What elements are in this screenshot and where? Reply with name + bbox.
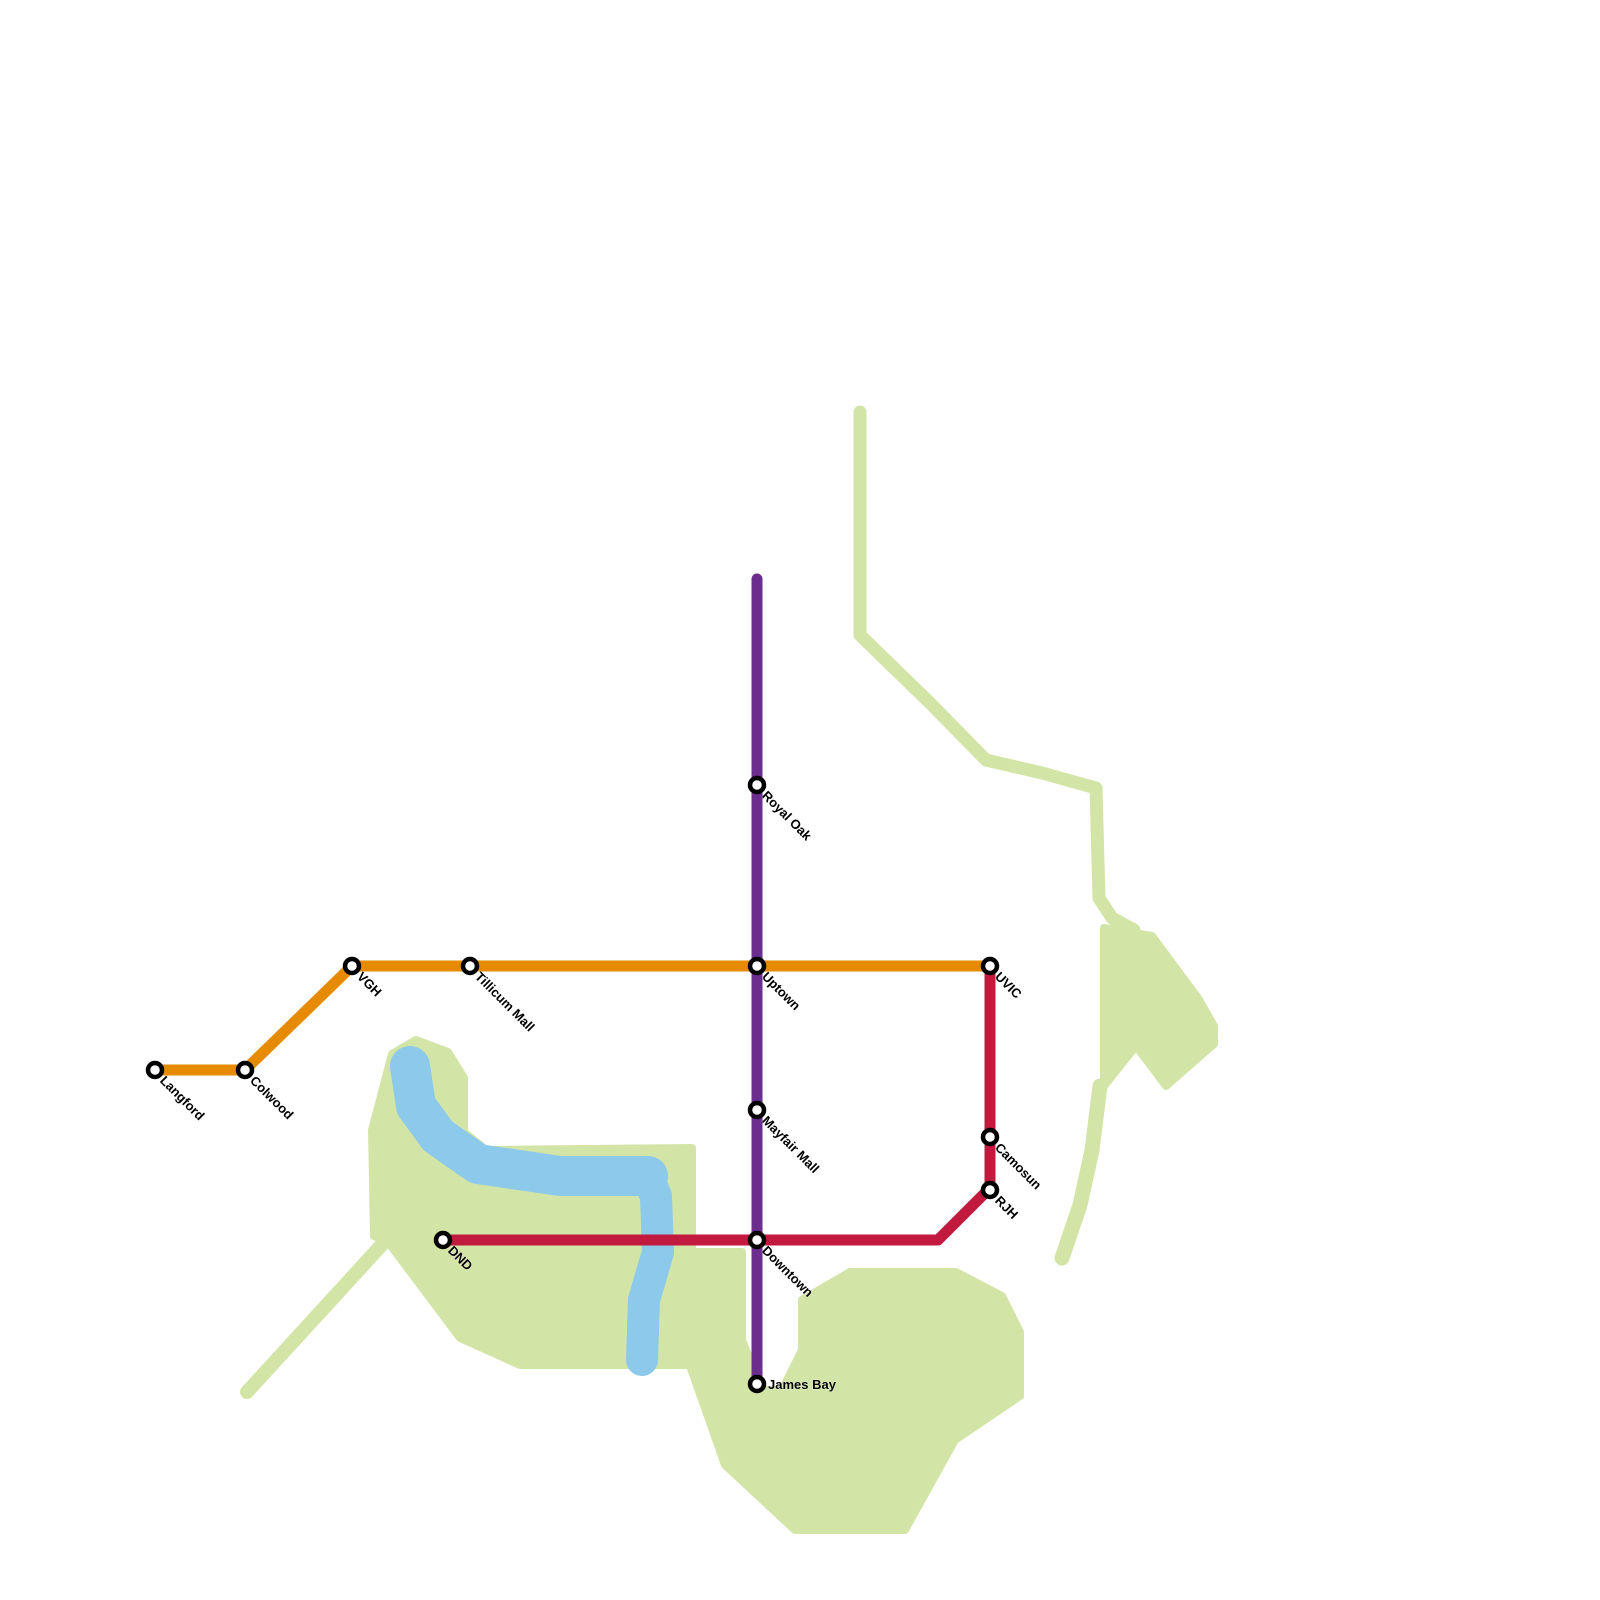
landmass-east-mid-strip bbox=[1054, 1078, 1108, 1266]
landmass-north-coast-strip bbox=[853, 405, 1141, 937]
landmass-west-coast-strip bbox=[240, 1231, 395, 1399]
station-label-mayfair-mall: Mayfair Mall bbox=[759, 1113, 822, 1176]
station-label-james-bay: James Bay bbox=[768, 1377, 837, 1392]
water-shapes bbox=[390, 1046, 674, 1376]
station-label-camosun: Camosun bbox=[992, 1140, 1045, 1193]
station-marker-rjh bbox=[980, 1180, 1000, 1200]
station-marker-royal-oak bbox=[747, 775, 767, 795]
landmass-shapes bbox=[240, 405, 1218, 1534]
station-marker-dnd bbox=[433, 1230, 453, 1250]
landmass-south-landmass bbox=[684, 1248, 1024, 1534]
transit-line-orange bbox=[149, 960, 996, 1076]
station-label-downtown: Downtown bbox=[759, 1243, 816, 1300]
landmass-harbour-landmass bbox=[368, 1036, 696, 1369]
station-marker-colwood bbox=[235, 1060, 255, 1080]
station-label-uptown: Uptown bbox=[759, 969, 803, 1013]
station-marker-james-bay bbox=[747, 1374, 767, 1394]
station-marker-mayfair-mall bbox=[747, 1100, 767, 1120]
transit-line-red bbox=[437, 960, 996, 1246]
station-label-rjh: RJH bbox=[992, 1193, 1021, 1222]
station-marker-uvic bbox=[980, 956, 1000, 976]
station-label-colwood: Colwood bbox=[247, 1073, 296, 1122]
water-harbour-waterway-lower bbox=[626, 1162, 674, 1376]
station-label-vgh: VGH bbox=[354, 969, 385, 1000]
water-gorge-waterway-upper bbox=[390, 1046, 668, 1196]
station-marker-langford bbox=[145, 1060, 165, 1080]
station-label-langford: Langford bbox=[157, 1073, 207, 1123]
station-marker-downtown bbox=[747, 1230, 767, 1250]
station-marker-uptown bbox=[747, 956, 767, 976]
transit-lines bbox=[149, 573, 996, 1390]
station-marker-camosun bbox=[980, 1127, 1000, 1147]
station-label-tillicum-mall: Tillicum Mall bbox=[472, 969, 538, 1035]
landmass-east-peninsula bbox=[1100, 924, 1218, 1090]
station-marker-vgh bbox=[342, 956, 362, 976]
station-label-uvic: UVIC bbox=[992, 969, 1025, 1002]
station-marker-tillicum-mall bbox=[460, 956, 480, 976]
station-label-royal-oak: Royal Oak bbox=[759, 788, 815, 844]
